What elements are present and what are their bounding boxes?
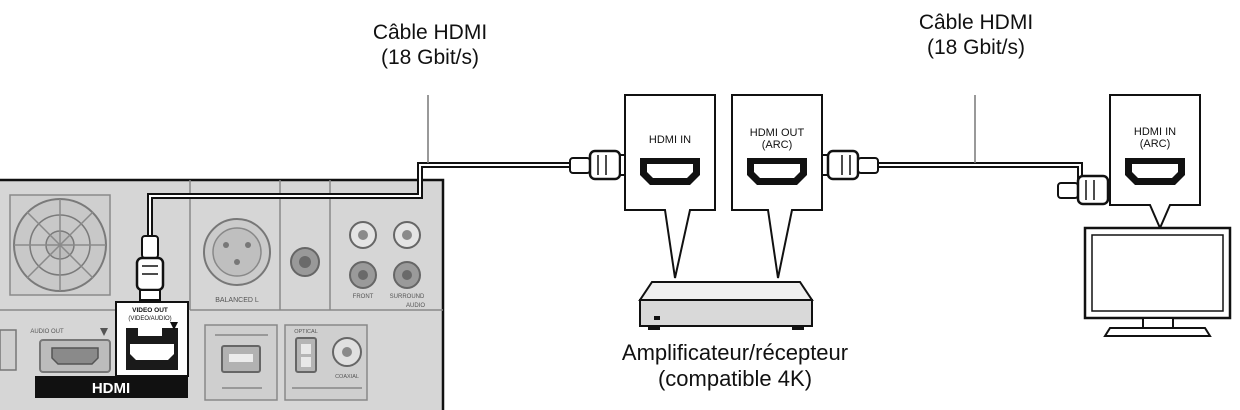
front-text: FRONT bbox=[353, 294, 374, 300]
rca-jack-center bbox=[290, 247, 320, 277]
video-out-hdmi-port: VIDEO OUT (VIDEO/AUDIO) bbox=[115, 301, 189, 377]
surround-text: SURROUND bbox=[390, 294, 425, 300]
usb-port bbox=[204, 324, 278, 401]
optical-coaxial-ports: OPTICAL COAXIAL bbox=[284, 324, 368, 401]
amplifier-sublabel-text: (compatible 4K) bbox=[657, 366, 813, 392]
amplifier-hdmi-in-callout: HDMI IN bbox=[624, 94, 716, 279]
tv-port-in-arc-text: (ARC) bbox=[1140, 138, 1171, 150]
left-cable-label-text: Câble HDMI bbox=[372, 21, 488, 44]
left-cable-speed-text: (18 Gbit/s) bbox=[380, 46, 480, 70]
right-cable-label: Câble HDMI (18 Gbit/s) bbox=[876, 10, 1076, 60]
amplifier-hdmi-out-callout: HDMI OUT (ARC) bbox=[731, 94, 823, 279]
video-out-text: VIDEO OUT bbox=[132, 307, 168, 314]
xlr-balanced-connector: BALANCED L bbox=[203, 218, 271, 304]
amplifier-port-out-arc-text: (ARC) bbox=[762, 139, 793, 151]
amplifier-port-in-text: HDMI IN bbox=[649, 134, 691, 146]
amplifier-port-out-text: HDMI OUT bbox=[750, 127, 805, 139]
left-hdmi-cable bbox=[135, 95, 631, 301]
amplifier-receiver bbox=[638, 281, 814, 330]
amplifier-out-plug bbox=[817, 149, 879, 181]
hdmi-logo: HDMI bbox=[35, 376, 188, 398]
balanced-text: BALANCED L bbox=[215, 297, 259, 304]
optical-text: OPTICAL bbox=[294, 329, 318, 335]
fan-grille bbox=[9, 194, 111, 296]
audio-text: AUDIO bbox=[406, 303, 425, 309]
video-out-sub-text: (VIDEO/AUDIO) bbox=[128, 316, 171, 322]
player-side-plug bbox=[135, 235, 165, 301]
amplifier-label-text: Amplificateur/récepteur bbox=[621, 340, 849, 365]
hdmi-logo-text: HDMI bbox=[92, 380, 130, 397]
rca-jacks-front-surround: FRONT SURROUND AUDIO bbox=[349, 221, 425, 309]
audio-out-hdmi-port: AUDIO OUT bbox=[30, 328, 111, 373]
television bbox=[1083, 226, 1232, 337]
right-cable-label-text: Câble HDMI bbox=[918, 11, 1034, 34]
right-cable-speed-text: (18 Gbit/s) bbox=[926, 36, 1026, 60]
amplifier-side-plug bbox=[569, 149, 631, 181]
left-cable-label: Câble HDMI (18 Gbit/s) bbox=[330, 20, 530, 70]
audio-out-text: AUDIO OUT bbox=[30, 329, 64, 335]
coaxial-text: COAXIAL bbox=[335, 374, 359, 380]
amplifier-label: Amplificateur/récepteur (compatible 4K) bbox=[570, 340, 900, 393]
player-rear-panel: BALANCED L FRONT SURROUND AUDIO AUDIO OU… bbox=[0, 178, 445, 410]
right-hdmi-cable bbox=[817, 95, 1119, 206]
tv-hdmi-in-callout: HDMI IN (ARC) bbox=[1109, 94, 1201, 231]
tv-port-in-text: HDMI IN bbox=[1134, 126, 1176, 138]
